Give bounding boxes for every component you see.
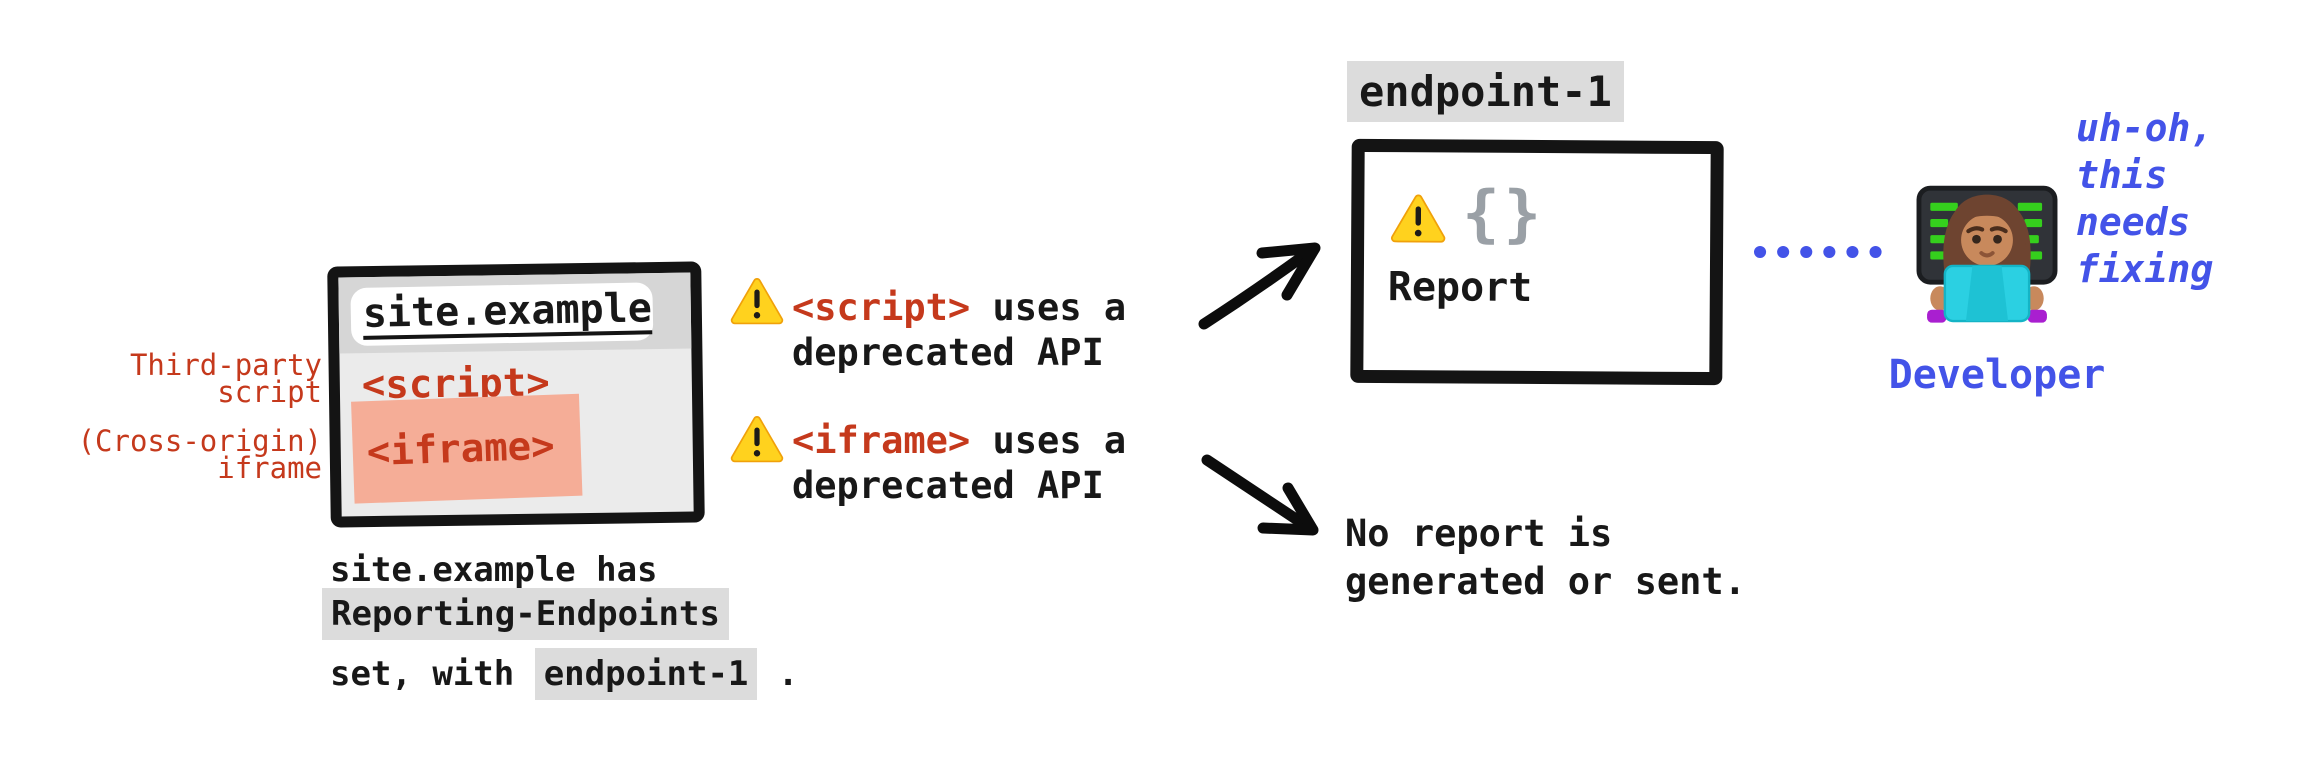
iframe-warning-rest: uses a: [970, 419, 1127, 462]
warning-icon: [730, 276, 784, 329]
thought-line-3: needs: [2076, 200, 2191, 244]
json-braces-icon: {}: [1462, 176, 1546, 251]
arrow-iframe-to-no-report: [1201, 454, 1314, 533]
thought-line-4: fixing: [2076, 247, 2214, 291]
third-party-script-label: Third-party script: [100, 348, 322, 409]
thought-line-2: this: [2076, 153, 2168, 197]
developer-thought-text: uh-oh, this needs fixing: [2076, 105, 2213, 293]
cross-origin-iframe-label: (Cross-origin) iframe: [60, 424, 322, 485]
arrow-iframe-to-no-report-head: [1257, 482, 1319, 536]
caption-line-2: Reporting-Endpoints: [322, 588, 729, 640]
third-party-label-line1: Third-party: [129, 348, 322, 382]
arrow-script-to-endpoint-head: [1256, 242, 1321, 301]
browser-header: site.example: [338, 272, 692, 354]
iframe-region: <iframe>: [351, 393, 583, 504]
browser-window: site.example <script> <iframe>: [327, 261, 705, 528]
endpoint-1-title-chip: endpoint-1: [1347, 61, 1624, 122]
script-warning-tag: <script>: [792, 286, 971, 329]
iframe-warning-line2: deprecated API: [792, 464, 1104, 507]
caption-line-3: set, with endpoint-1 .: [330, 648, 799, 700]
cross-origin-label-line2: iframe: [217, 451, 322, 485]
warning-icon: [1390, 192, 1446, 247]
address-bar: site.example: [350, 282, 654, 347]
script-warning-line2: deprecated API: [792, 331, 1104, 374]
developer-emoji: [1903, 172, 2071, 334]
caption-set-with: set, with: [330, 654, 535, 694]
caption-period: .: [757, 654, 799, 694]
arrow-script-to-endpoint: [1198, 248, 1312, 330]
report-endpoint-box: {} Report: [1350, 138, 1724, 386]
endpoint-1-chip-caption: endpoint-1: [534, 648, 758, 700]
caption-line-1: site.example has: [330, 546, 658, 594]
no-report-line2: generated or sent.: [1345, 560, 1746, 603]
script-warning-rest: uses a: [970, 286, 1127, 329]
report-label: Report: [1387, 264, 1533, 311]
developer-label: Developer: [1888, 352, 2106, 398]
warning-icon: [730, 414, 784, 467]
iframe-tag-label: <iframe>: [366, 423, 556, 475]
script-warning-text: <script> uses a deprecated API: [792, 285, 1126, 375]
reporting-endpoints-chip: Reporting-Endpoints: [322, 588, 729, 640]
no-report-text: No report is generated or sent.: [1345, 510, 1746, 606]
cross-origin-label-line1: (Cross-origin): [77, 424, 322, 458]
iframe-warning-text: <iframe> uses a deprecated API: [792, 418, 1126, 508]
iframe-warning-line1: <iframe> uses a: [792, 418, 1126, 463]
no-report-line1: No report is: [1345, 512, 1613, 555]
script-warning-line1: <script> uses a: [792, 285, 1126, 330]
address-url: site.example: [362, 285, 653, 340]
third-party-label-line2: script: [217, 375, 322, 409]
iframe-warning-tag: <iframe>: [792, 419, 971, 462]
thought-line-1: uh-oh,: [2076, 106, 2214, 150]
caption-site-name: site.example: [330, 550, 576, 590]
caption-after-site: has: [575, 550, 658, 590]
